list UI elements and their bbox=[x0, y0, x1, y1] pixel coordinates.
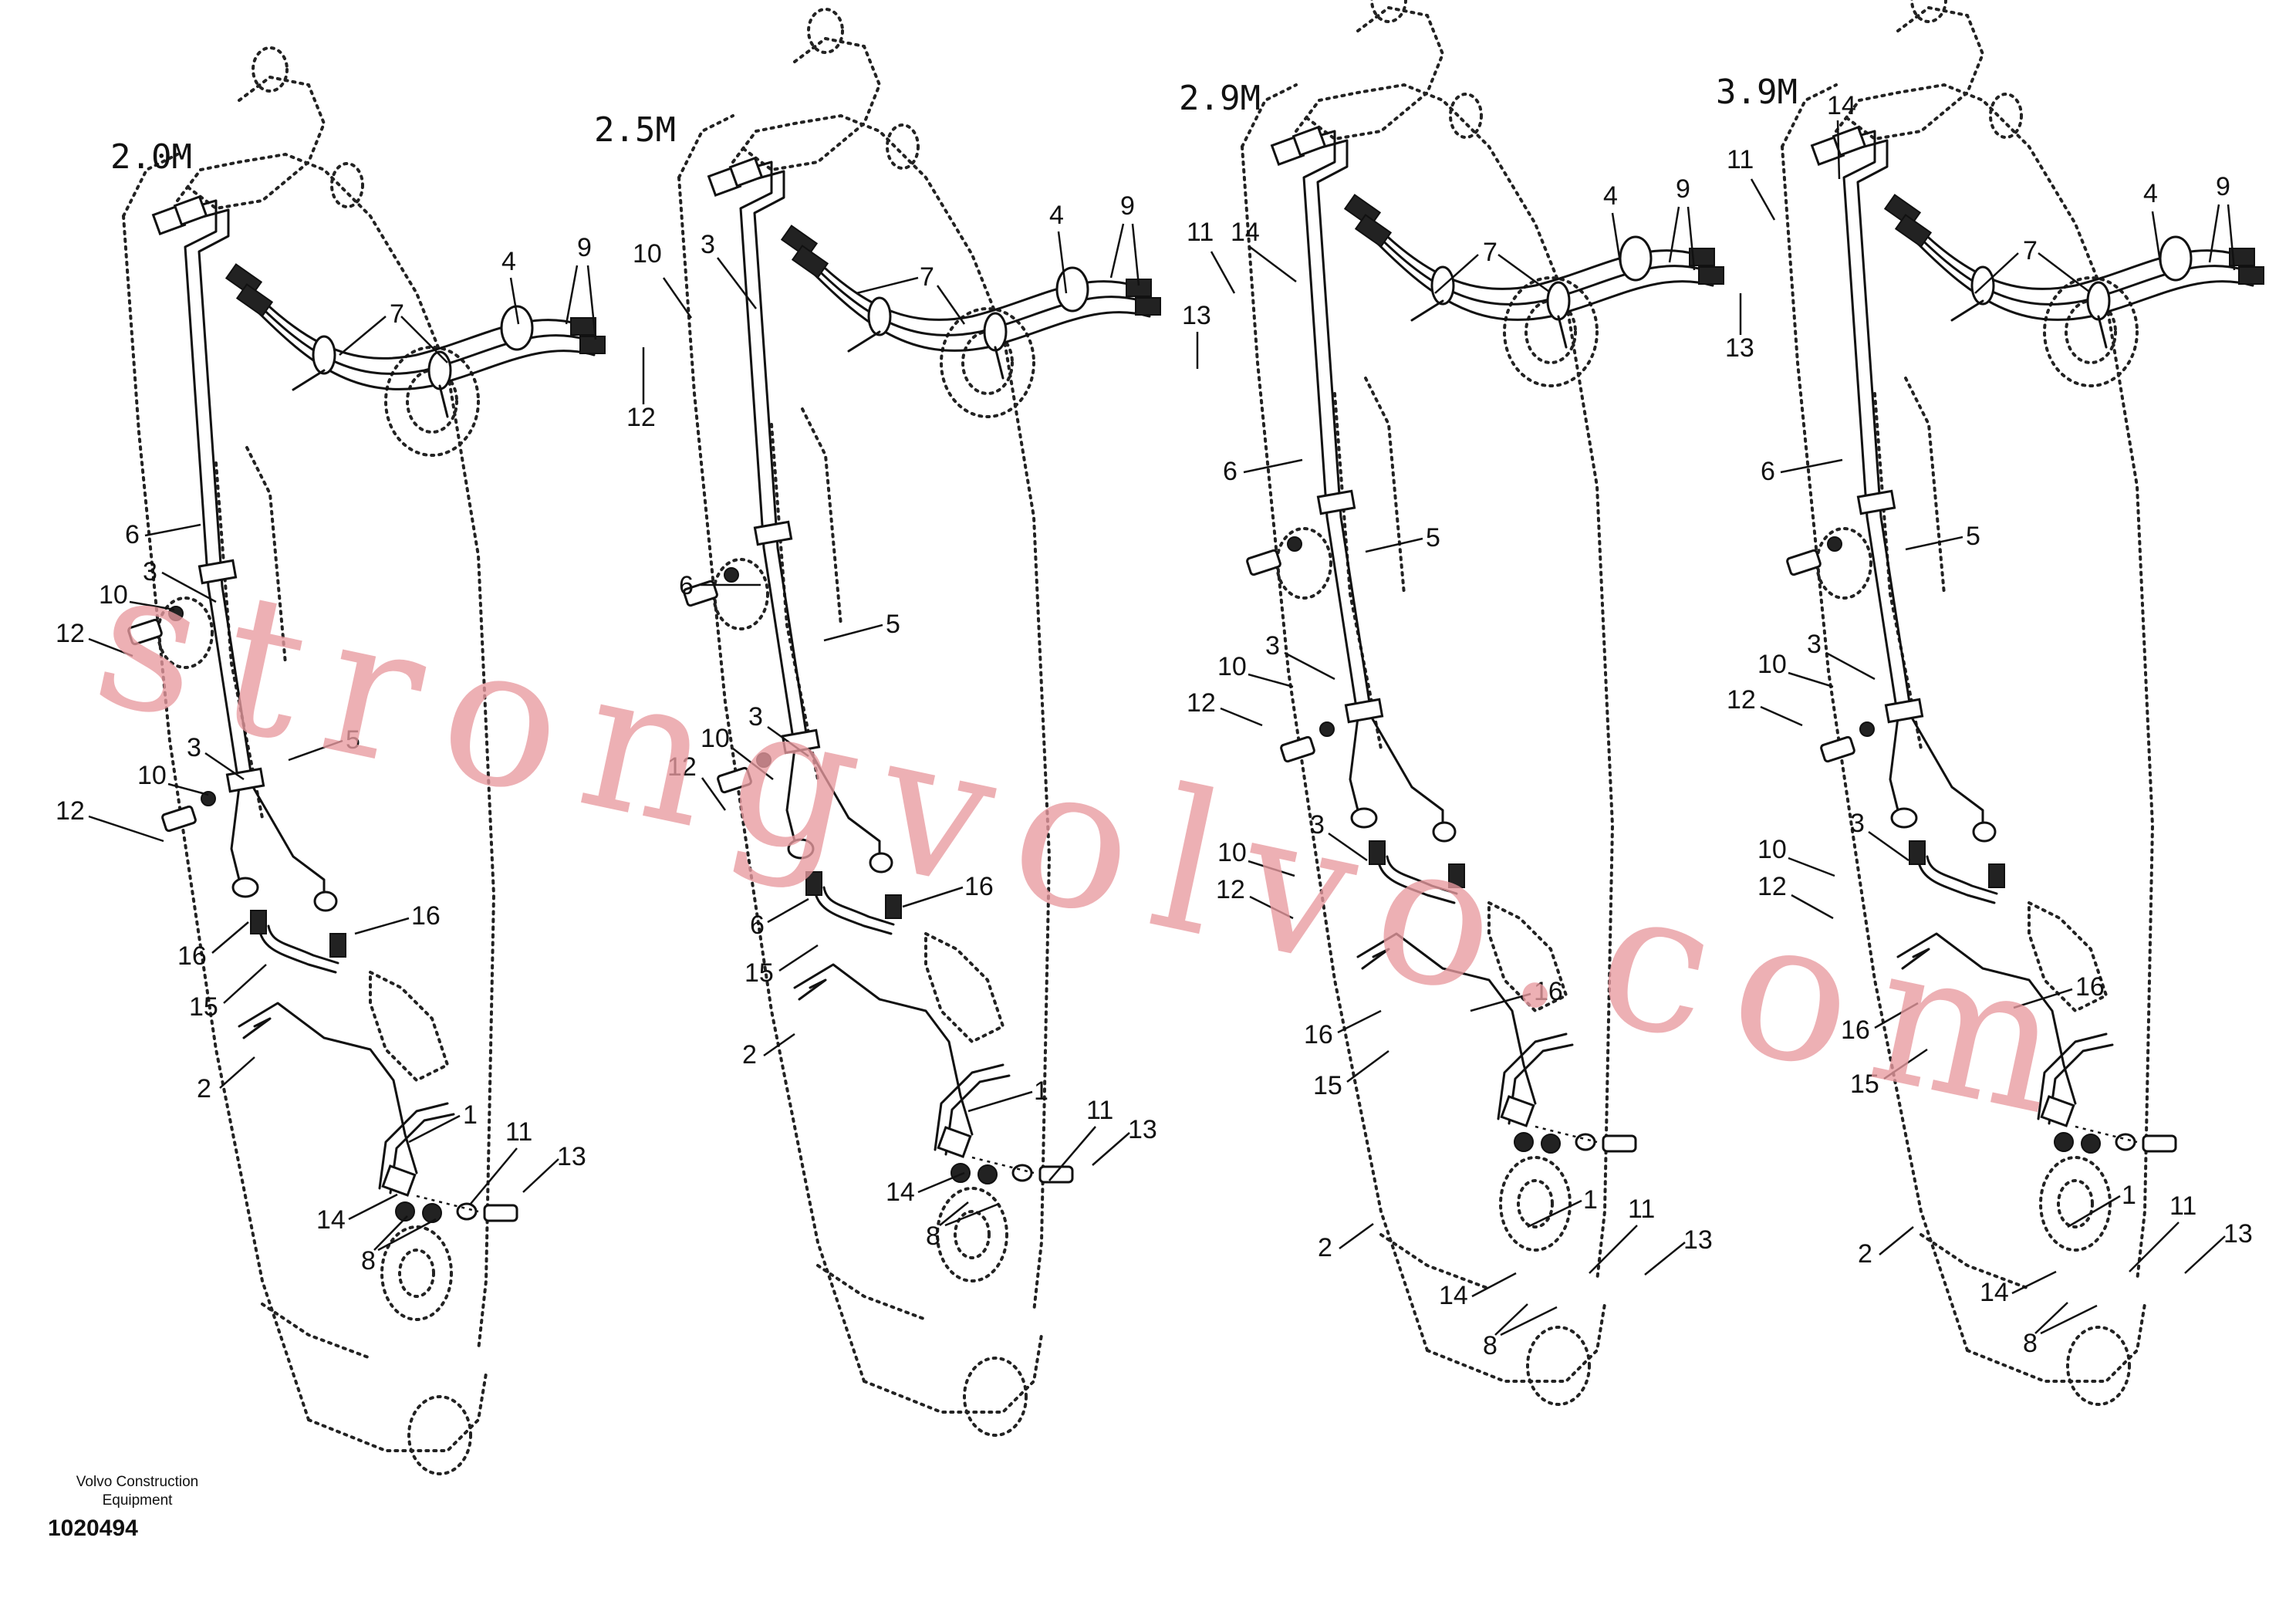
callout-label: 3 bbox=[701, 230, 715, 259]
callout-label: 16 bbox=[411, 901, 441, 931]
callout-label: 2 bbox=[1858, 1239, 1872, 1269]
callout-label: 12 bbox=[1727, 685, 1756, 715]
callout-label: 9 bbox=[577, 233, 592, 262]
callout-label: 10 bbox=[1217, 838, 1247, 867]
callout-label: 7 bbox=[390, 299, 404, 329]
callout-label: 10 bbox=[1757, 650, 1787, 679]
callout-label: 4 bbox=[2143, 179, 2158, 208]
callout-label: 13 bbox=[1182, 301, 1211, 330]
callout-label: 12 bbox=[1216, 875, 1245, 904]
callout-label: 1 bbox=[463, 1100, 478, 1130]
callout-label: 11 bbox=[1187, 218, 1214, 247]
callout-label: 13 bbox=[557, 1142, 586, 1171]
callout-label: 12 bbox=[1757, 872, 1787, 901]
callout-label: 14 bbox=[1980, 1278, 2009, 1307]
callout-label: 5 bbox=[1966, 522, 1980, 551]
callout-label: 14 bbox=[1231, 218, 1260, 247]
arm-variant-2-9m bbox=[1241, 0, 1725, 1406]
callout-label: 9 bbox=[1676, 174, 1690, 204]
callout-label: 9 bbox=[2216, 172, 2230, 201]
callout-label: 14 bbox=[886, 1178, 915, 1207]
callout-label: 11 bbox=[2169, 1191, 2196, 1221]
callout-label: 13 bbox=[2223, 1219, 2253, 1249]
callout-label: 1 bbox=[2122, 1181, 2136, 1210]
callouts-variant-3-9m: 1 2 3 3 4 5 6 7 8 9 10 10 11 11 12 12 13 bbox=[1725, 91, 2253, 1358]
callout-label: 11 bbox=[1727, 145, 1754, 174]
callout-label: 3 bbox=[1310, 810, 1325, 840]
callout-label: 13 bbox=[1683, 1225, 1713, 1255]
callout-label: 7 bbox=[1483, 238, 1497, 267]
callout-label: 6 bbox=[1761, 457, 1775, 486]
company-name-line1: Volvo Construction bbox=[76, 1474, 199, 1490]
callout-label: 14 bbox=[316, 1205, 346, 1235]
variant-title: 2.0M bbox=[110, 137, 192, 177]
callout-label: 5 bbox=[886, 610, 900, 639]
callout-label: 16 bbox=[1841, 1015, 1870, 1045]
callout-label: 13 bbox=[1725, 333, 1754, 363]
callout-label: 15 bbox=[1313, 1071, 1342, 1100]
callout-label: 10 bbox=[1217, 652, 1247, 681]
callout-label: 2 bbox=[1318, 1233, 1332, 1262]
callout-label: 10 bbox=[701, 724, 730, 753]
callout-label: 4 bbox=[501, 247, 516, 276]
callout-label: 7 bbox=[920, 262, 934, 292]
callout-label: 15 bbox=[1850, 1070, 1879, 1099]
callout-label: 1 bbox=[1034, 1076, 1048, 1106]
callout-label: 7 bbox=[2023, 236, 2038, 265]
callout-label: 3 bbox=[187, 733, 201, 762]
drawing-number: 1020494 bbox=[48, 1516, 138, 1541]
callout-label: 16 bbox=[1534, 977, 1563, 1006]
variant-title: 2.9M bbox=[1179, 79, 1261, 118]
callout-label: 12 bbox=[667, 752, 697, 782]
callout-label: 15 bbox=[189, 992, 218, 1022]
callout-label: 16 bbox=[1304, 1020, 1333, 1049]
callout-label: 2 bbox=[742, 1040, 757, 1070]
callout-label: 3 bbox=[1265, 631, 1280, 661]
callouts-variant-2-0m: 1 2 3 3 4 5 6 7 8 9 10 10 11 12 12 13 14 bbox=[56, 233, 597, 1276]
callout-label: 5 bbox=[1426, 523, 1440, 552]
callout-label: 12 bbox=[56, 796, 85, 826]
callout-label: 16 bbox=[964, 872, 994, 901]
callout-label: 6 bbox=[1223, 457, 1237, 486]
callout-label: 6 bbox=[679, 571, 694, 600]
callout-label: 3 bbox=[748, 702, 763, 732]
callouts-variant-2-5m: 1 2 3 3 4 5 6 6 7 8 9 10 10 11 12 12 13 bbox=[626, 191, 1157, 1251]
company-name-line2: Equipment bbox=[102, 1492, 173, 1509]
callout-label: 10 bbox=[1757, 835, 1787, 864]
callout-label: 12 bbox=[626, 403, 656, 432]
callout-label: 10 bbox=[99, 580, 128, 610]
callout-label: 3 bbox=[1807, 630, 1822, 659]
callout-label: 14 bbox=[1827, 91, 1856, 120]
callout-label: 4 bbox=[1049, 201, 1064, 230]
callout-label: 16 bbox=[177, 941, 207, 971]
callout-label: 10 bbox=[633, 239, 662, 269]
callout-label: 6 bbox=[125, 520, 140, 549]
callout-label: 6 bbox=[750, 911, 765, 940]
callout-label: 8 bbox=[1483, 1331, 1497, 1360]
callout-label: 4 bbox=[1603, 181, 1618, 211]
callout-label: 2 bbox=[197, 1074, 211, 1103]
callout-label: 11 bbox=[1628, 1195, 1655, 1224]
callout-label: 8 bbox=[2023, 1329, 2038, 1358]
callout-label: 11 bbox=[505, 1117, 532, 1147]
callout-label: 8 bbox=[361, 1246, 376, 1276]
callout-label: 1 bbox=[1583, 1185, 1598, 1215]
callouts-variant-2-9m: 1 2 3 3 4 5 6 7 8 9 10 10 11 11 12 12 13 bbox=[1182, 174, 1713, 1360]
callout-label: 12 bbox=[1187, 688, 1216, 718]
callout-label: 5 bbox=[346, 725, 360, 755]
variant-title: 3.9M bbox=[1716, 73, 1798, 112]
callout-label: 16 bbox=[2075, 972, 2105, 1002]
callout-label: 14 bbox=[1439, 1281, 1468, 1310]
callout-label: 3 bbox=[1850, 809, 1865, 838]
callout-label: 9 bbox=[1120, 191, 1135, 221]
callout-label: 15 bbox=[745, 958, 774, 988]
callout-label: 12 bbox=[56, 619, 85, 648]
callout-label: 11 bbox=[1086, 1096, 1113, 1125]
callout-label: 13 bbox=[1128, 1115, 1157, 1144]
callout-label: 10 bbox=[137, 761, 167, 790]
variant-title: 2.5M bbox=[594, 110, 676, 150]
callout-label: 8 bbox=[926, 1222, 940, 1251]
callout-label: 3 bbox=[143, 557, 157, 586]
